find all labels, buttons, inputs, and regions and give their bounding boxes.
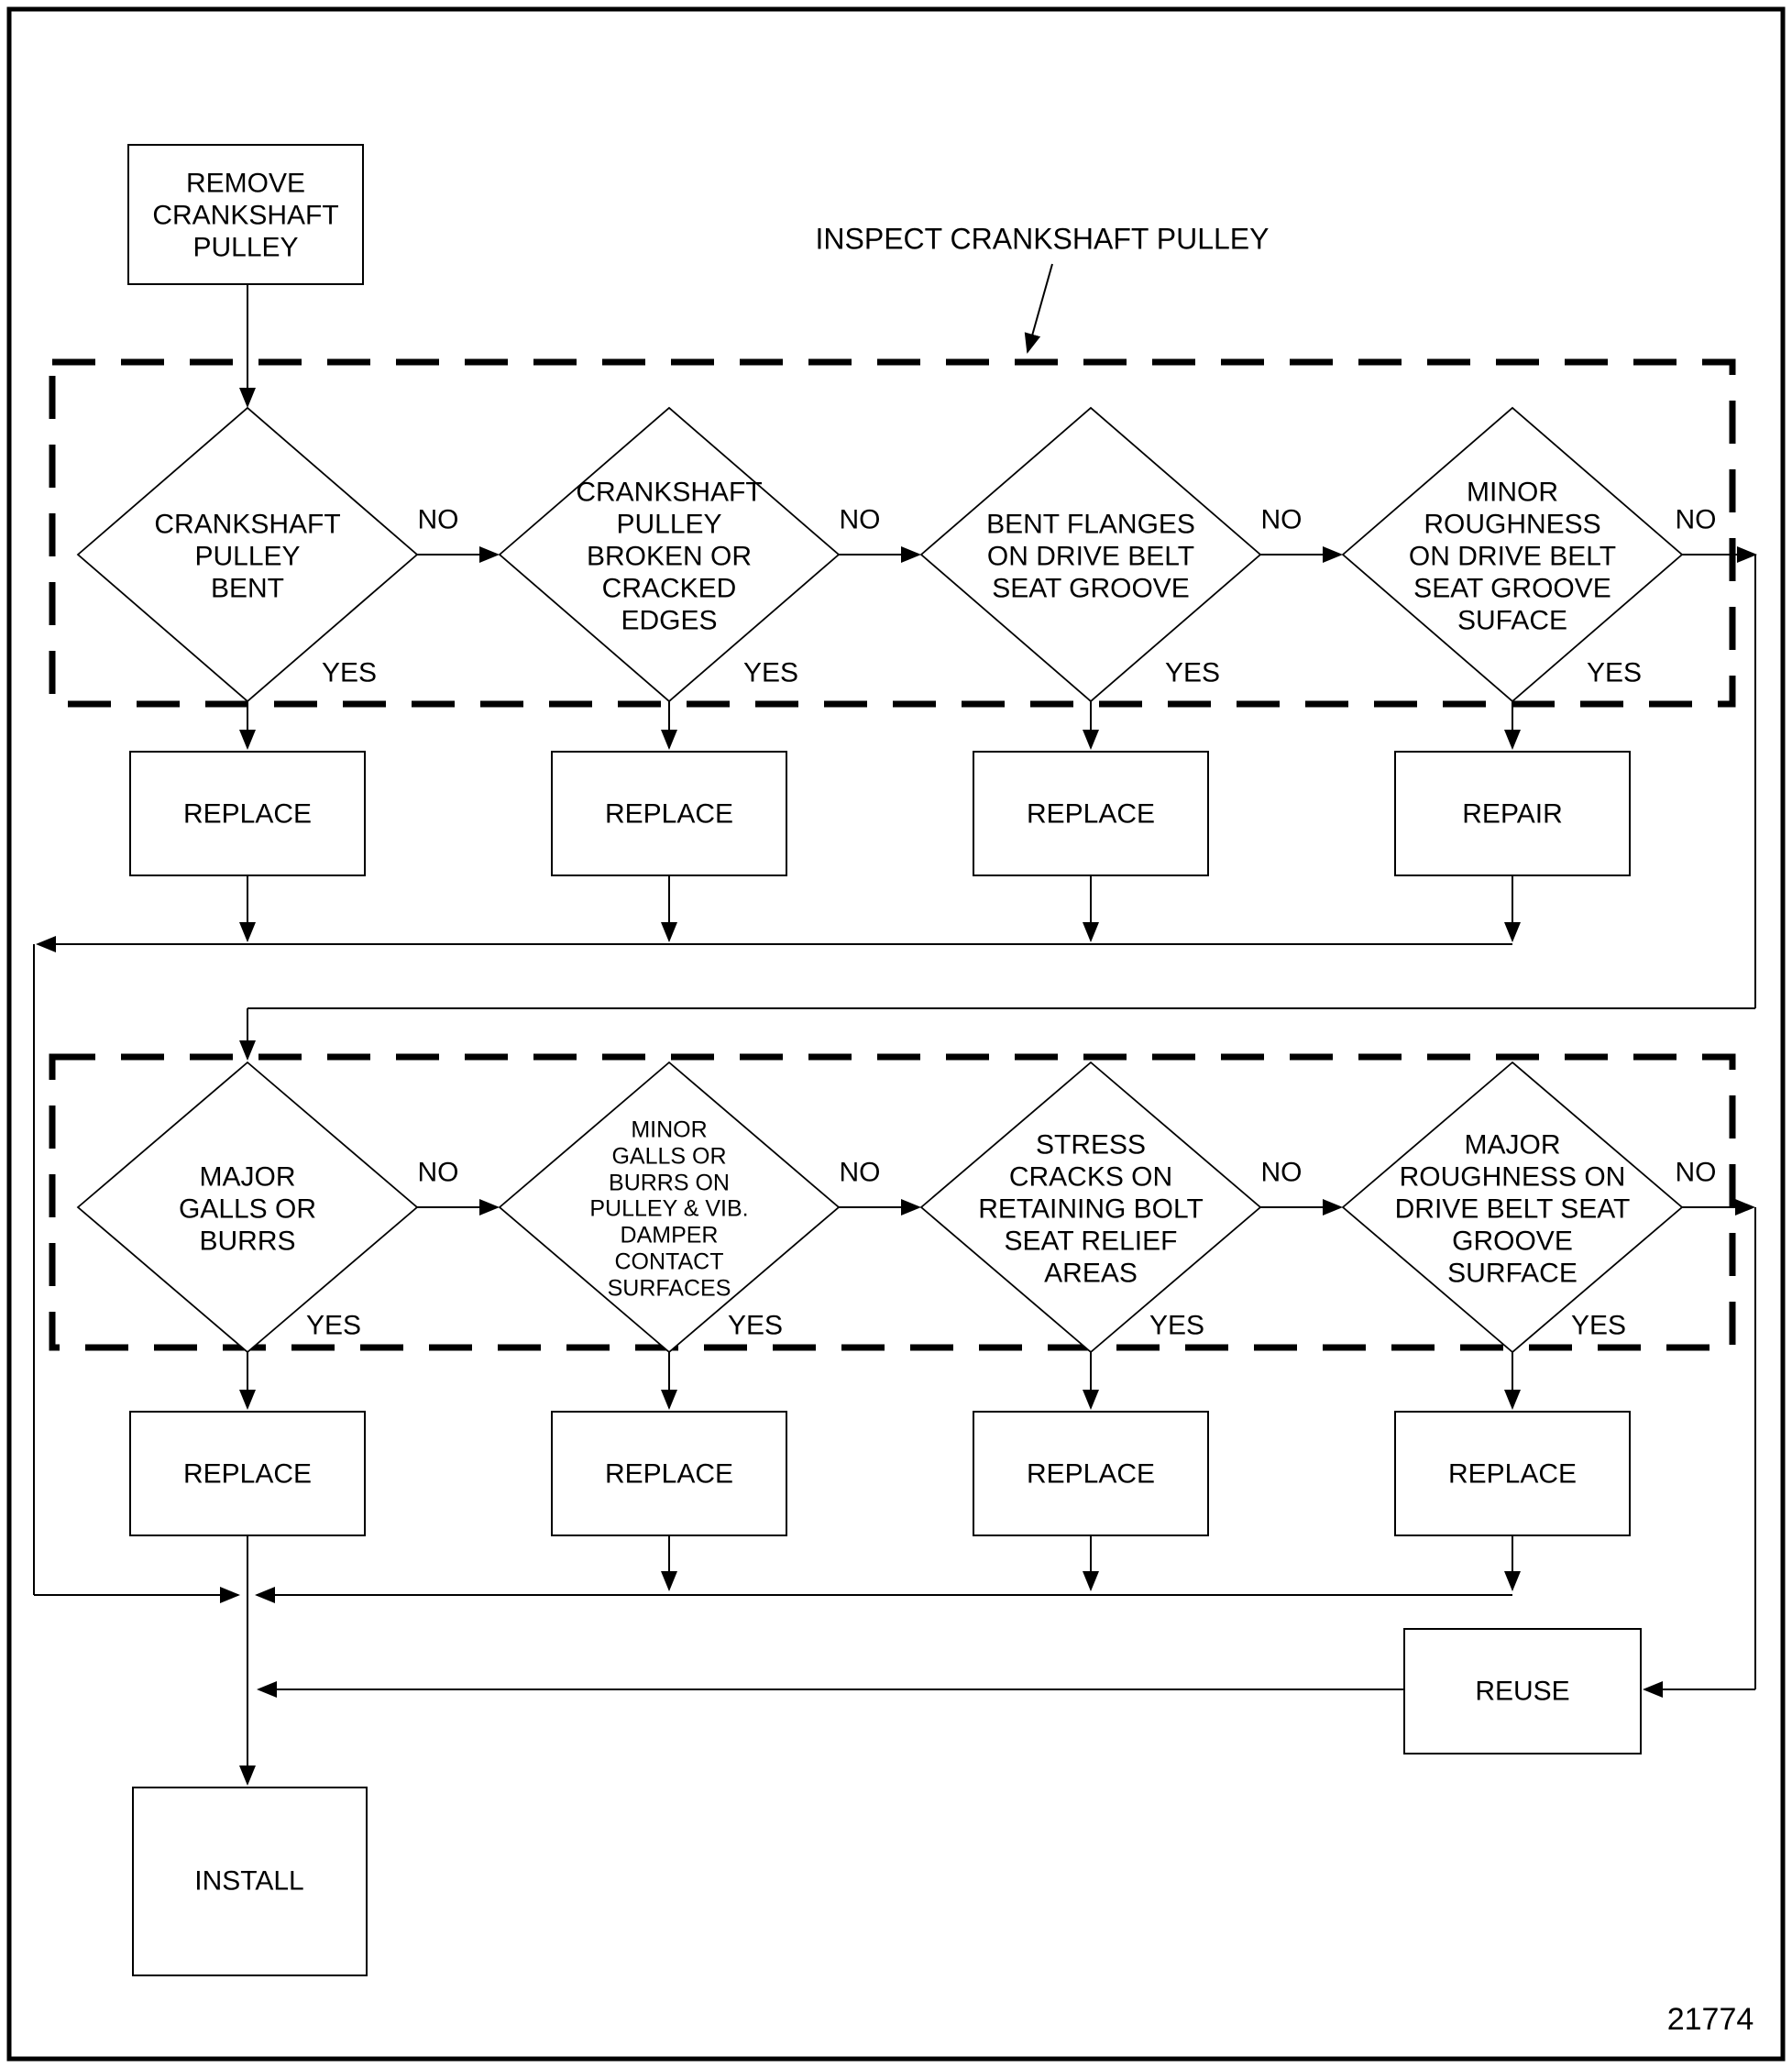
action-box-replace-2a <box>129 1411 366 1536</box>
install-label: INSTALL <box>194 1865 304 1897</box>
annotation-leader-arrow <box>1024 263 1053 354</box>
no-label: NO <box>1675 1157 1717 1188</box>
action-label-replace: REPLACE <box>604 1458 734 1490</box>
decision-stress-cracks-bolt-seat-relief <box>919 1061 1262 1354</box>
yes-label: YES <box>321 657 378 688</box>
start-box <box>127 144 364 285</box>
action-box-replace-1c <box>973 751 1209 876</box>
decision5-label: MAJOR GALLS OR BURRS <box>178 1161 317 1257</box>
no-label: NO <box>1260 1157 1303 1188</box>
decision-crankshaft-pulley-bent <box>76 406 419 703</box>
reuse-label: REUSE <box>1475 1676 1570 1707</box>
yes-label: YES <box>727 1310 784 1341</box>
decision3-label: BENT FLANGES ON DRIVE BELT SEAT GROOVE <box>986 509 1195 604</box>
no-label: NO <box>417 1157 459 1188</box>
decision1-label: CRANKSHAFT PULLEY BENT <box>154 509 341 604</box>
decision-major-roughness-seat-groove-surface <box>1341 1061 1684 1354</box>
action-box-replace-1a <box>129 751 366 876</box>
action-box-replace-2d <box>1394 1411 1631 1536</box>
reuse-box <box>1403 1628 1642 1754</box>
decision-pulley-broken-cracked-edges <box>498 406 841 703</box>
action-label-repair: REPAIR <box>1462 798 1563 830</box>
yes-label: YES <box>305 1310 362 1341</box>
start-box-label: REMOVE CRANKSHAFT PULLEY <box>152 168 339 263</box>
decision-major-galls-or-burrs <box>76 1061 419 1354</box>
action-label-replace: REPLACE <box>604 798 734 830</box>
decision-bent-flanges-seat-groove <box>919 406 1262 703</box>
no-label: NO <box>1675 504 1717 535</box>
no-label: NO <box>1260 504 1303 535</box>
decision-minor-roughness-seat-groove <box>1341 406 1684 703</box>
action-box-replace-2c <box>973 1411 1209 1536</box>
yes-label: YES <box>1570 1310 1627 1341</box>
yes-label: YES <box>1164 657 1221 688</box>
action-label-replace: REPLACE <box>1026 1458 1156 1490</box>
decision8-label: MAJOR ROUGHNESS ON DRIVE BELT SEAT GROOV… <box>1394 1129 1631 1289</box>
action-label-replace: REPLACE <box>182 798 313 830</box>
inspection-group-2-dashed-box <box>49 1053 1736 1351</box>
inspection-group-1-dashed-box <box>49 358 1736 708</box>
action-label-replace: REPLACE <box>1026 798 1156 830</box>
action-box-replace-2b <box>551 1411 787 1536</box>
action-label-replace: REPLACE <box>1447 1458 1578 1490</box>
decision4-label: MINOR ROUGHNESS ON DRIVE BELT SEAT GROOV… <box>1408 477 1617 636</box>
yes-label: YES <box>1149 1310 1205 1341</box>
inspection-annotation-title: INSPECT CRANKSHAFT PULLEY <box>815 222 1270 256</box>
yes-label: YES <box>1586 657 1643 688</box>
yes-label: YES <box>742 657 799 688</box>
action-box-replace-1b <box>551 751 787 876</box>
decision2-label: CRANKSHAFT PULLEY BROKEN OR CRACKED EDGE… <box>576 477 763 636</box>
no-label: NO <box>839 1157 881 1188</box>
no-label: NO <box>417 504 459 535</box>
page-border <box>6 6 1786 2062</box>
install-box <box>132 1787 368 1976</box>
decision6-label: MINOR GALLS OR BURRS ON PULLEY & VIB. DA… <box>589 1116 749 1301</box>
figure-number: 21774 <box>1666 2002 1754 2038</box>
action-box-repair <box>1394 751 1631 876</box>
action-label-replace: REPLACE <box>182 1458 313 1490</box>
decision7-label: STRESS CRACKS ON RETAINING BOLT SEAT REL… <box>978 1129 1204 1289</box>
decision-minor-galls-burrs-contact-surfaces <box>498 1061 841 1354</box>
no-label: NO <box>839 504 881 535</box>
